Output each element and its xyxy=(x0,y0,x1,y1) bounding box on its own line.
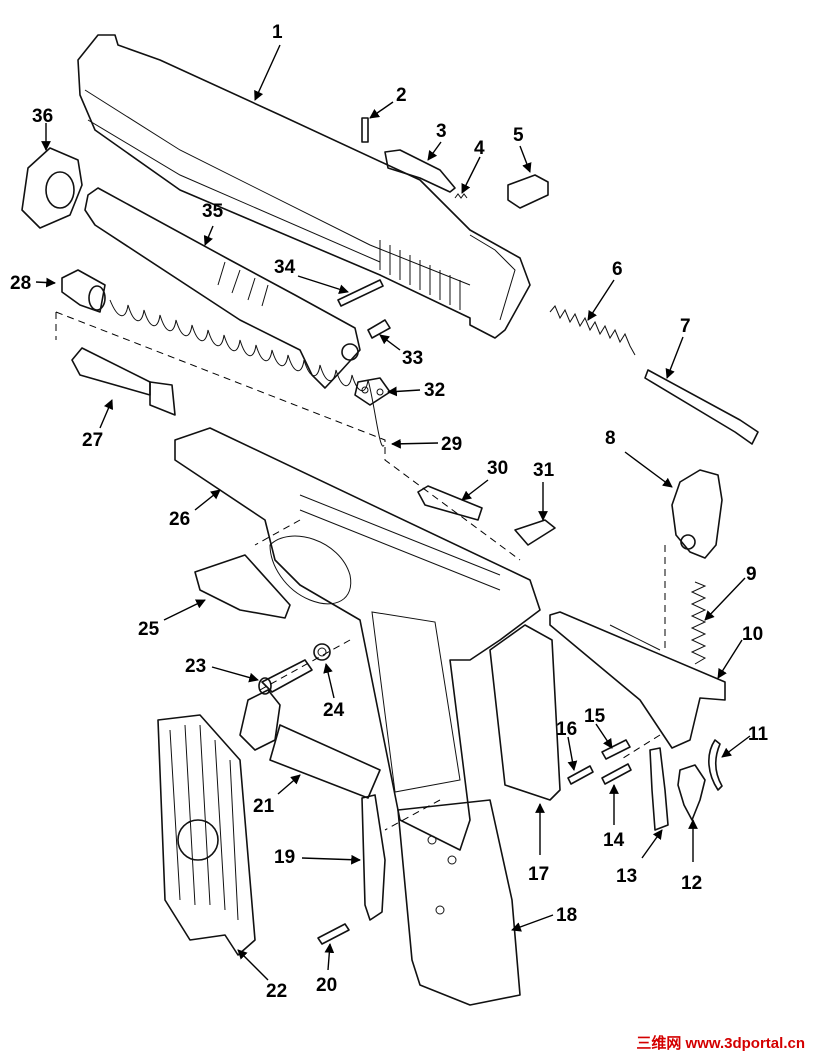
part-spring-19 xyxy=(361,794,386,921)
part-label-34: 34 xyxy=(274,257,296,278)
part-label-12: 12 xyxy=(681,873,702,894)
part-label-9: 9 xyxy=(746,564,757,585)
part-pin-2 xyxy=(361,117,369,143)
part-label-3: 3 xyxy=(436,121,447,142)
part-label-25: 25 xyxy=(138,619,160,640)
part-pin-16 xyxy=(567,765,594,785)
part-pin-20 xyxy=(317,923,350,945)
part-guide-rod xyxy=(71,347,176,416)
part-plate xyxy=(489,624,561,801)
part-recoil-spring xyxy=(109,299,385,447)
site-watermark: 三维网 www.3dportal.cn xyxy=(583,1033,805,1055)
part-label-20: 20 xyxy=(316,975,337,996)
part-trigger xyxy=(239,689,381,799)
part-firing-pin-spring xyxy=(549,305,636,356)
part-frame xyxy=(174,427,541,851)
leader-lines xyxy=(35,44,751,981)
assembly-line xyxy=(619,734,661,761)
part-grip-panel xyxy=(157,714,256,956)
part-spring-clip xyxy=(708,739,723,791)
part-label-28: 28 xyxy=(10,273,31,294)
part-pin-31 xyxy=(514,519,556,546)
part-firing-pin xyxy=(644,369,759,445)
part-label-24: 24 xyxy=(323,700,345,721)
assembly-line xyxy=(259,639,351,691)
part-label-33: 33 xyxy=(402,348,423,369)
part-label-35: 35 xyxy=(202,201,224,222)
part-lever xyxy=(677,764,706,821)
assembly-line xyxy=(55,311,521,561)
part-label-13: 13 xyxy=(616,866,637,887)
part-trigger-guard xyxy=(194,554,291,619)
part-mainspring xyxy=(690,581,707,665)
part-label-23: 23 xyxy=(185,656,206,677)
assembly-line xyxy=(384,799,441,831)
part-sear-housing xyxy=(549,611,726,749)
part-label-18: 18 xyxy=(556,905,577,926)
part-label-1: 1 xyxy=(272,22,283,43)
part-bushing xyxy=(313,643,331,661)
part-label-30: 30 xyxy=(487,458,508,479)
part-pin-34 xyxy=(337,279,384,307)
part-slide-stop xyxy=(417,485,483,521)
part-slide xyxy=(77,34,531,339)
part-label-2: 2 xyxy=(396,85,407,106)
part-label-17: 17 xyxy=(528,864,549,885)
part-label-16: 16 xyxy=(556,719,577,740)
part-label-31: 31 xyxy=(533,460,555,481)
part-hammer xyxy=(671,469,723,559)
part-magazine xyxy=(397,799,521,1006)
part-sear xyxy=(649,747,669,831)
part-label-7: 7 xyxy=(680,316,691,337)
part-screw xyxy=(258,659,313,695)
part-label-4: 4 xyxy=(474,138,485,159)
part-label-19: 19 xyxy=(274,847,295,868)
part-label-6: 6 xyxy=(612,259,623,280)
part-label-10: 10 xyxy=(742,624,763,645)
part-label-8: 8 xyxy=(605,428,616,449)
part-label-15: 15 xyxy=(584,706,606,727)
part-label-5: 5 xyxy=(513,125,524,146)
part-recoil-bushing xyxy=(61,269,106,313)
part-label-14: 14 xyxy=(603,830,625,851)
part-extractor xyxy=(384,149,456,193)
part-small-spring xyxy=(454,193,468,199)
part-label-36: 36 xyxy=(32,106,53,127)
part-label-27: 27 xyxy=(82,430,103,451)
part-label-11: 11 xyxy=(748,724,769,745)
assembly-line xyxy=(254,519,301,546)
part-label-22: 22 xyxy=(266,981,287,1002)
part-label-21: 21 xyxy=(253,796,275,817)
part-pin-15 xyxy=(601,739,631,760)
part-barrel-link xyxy=(354,377,391,406)
part-rear-sight xyxy=(507,174,549,209)
part-label-32: 32 xyxy=(424,380,445,401)
part-barrel xyxy=(84,187,361,389)
part-pin-14 xyxy=(601,763,632,785)
part-label-29: 29 xyxy=(441,434,462,455)
part-barrel-bushing xyxy=(21,147,83,229)
part-link-pin xyxy=(367,319,391,339)
part-label-26: 26 xyxy=(169,509,190,530)
